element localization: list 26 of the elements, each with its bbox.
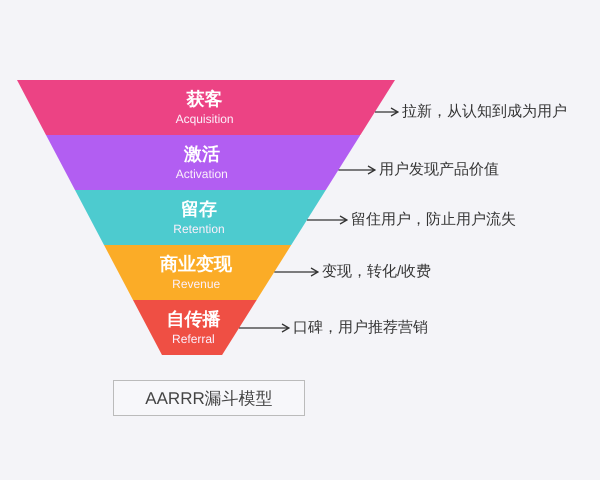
description-text: 口碑，用户推荐营销 <box>293 318 428 338</box>
funnel-band <box>17 80 395 135</box>
stage-title: 商业变现 <box>160 254 232 274</box>
stage-subtitle: Revenue <box>172 277 220 291</box>
model-title-box: AARRR漏斗模型 <box>113 380 305 416</box>
funnel-band <box>132 300 257 355</box>
description-text: 用户发现产品价值 <box>379 160 499 180</box>
stage-subtitle: Retention <box>173 222 225 236</box>
stage-subtitle: Acquisition <box>176 112 234 126</box>
arrow <box>306 215 348 225</box>
description-text: 留住用户，防止用户流失 <box>351 210 516 230</box>
funnel-band <box>46 135 360 190</box>
funnel-band <box>104 245 292 300</box>
arrow <box>338 165 376 175</box>
stage-title: 激活 <box>184 144 220 164</box>
stage-title: 获客 <box>186 89 223 109</box>
arrow <box>274 267 319 277</box>
arrow <box>374 107 399 117</box>
arrow <box>239 323 290 333</box>
stage-title: 自传播 <box>166 309 220 329</box>
description-text: 变现，转化/收费 <box>322 262 432 282</box>
stage-subtitle: Referral <box>172 332 215 346</box>
stage-title: 留存 <box>180 199 217 219</box>
stage-subtitle: Activation <box>176 167 228 181</box>
funnel-band <box>74 190 326 245</box>
description-text: 拉新，从认知到成为用户 <box>402 102 567 122</box>
